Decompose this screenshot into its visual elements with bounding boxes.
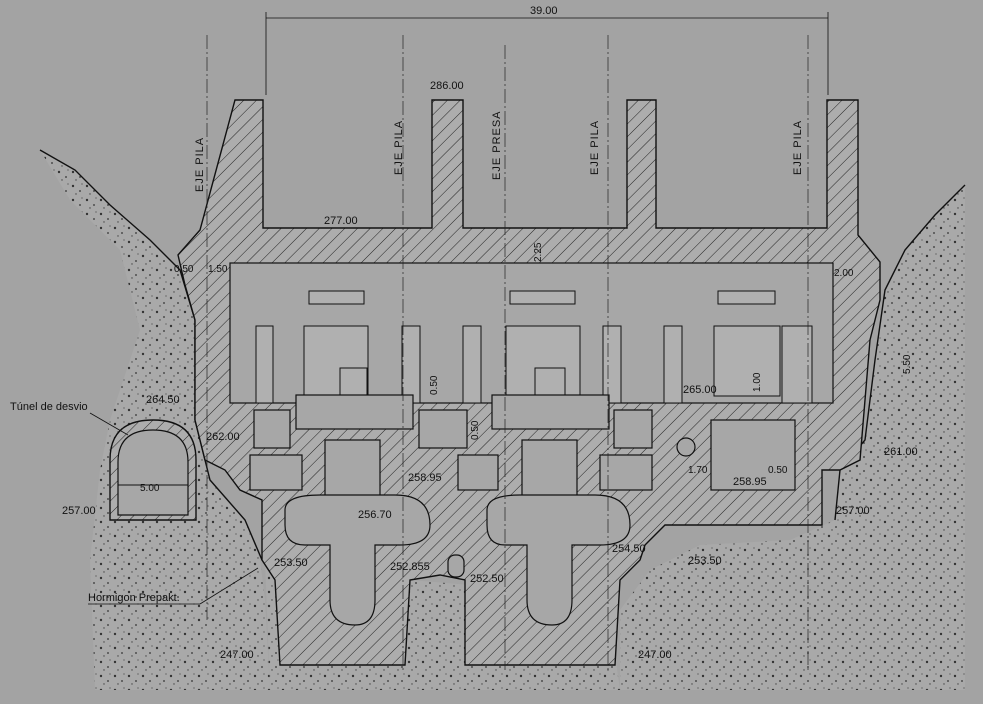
axis-label-3: EJE PRESA [491,110,503,180]
elevation-label: 252.855 [390,561,430,573]
crane-left [308,290,365,305]
elevation-label: 257.00 [836,505,870,517]
overall-width-label: 39.00 [530,5,558,17]
elevation-label: 247.00 [638,649,672,661]
pit-left [295,394,414,430]
elevation-label: 264.50 [146,394,180,406]
axis-label-2: EJE PILA [393,120,405,175]
column [255,325,274,404]
drain-gallery [447,554,465,578]
dimension-label: 5.00 [140,483,160,494]
chamber-right [710,419,796,491]
elevation-label: 262.00 [206,431,240,443]
elevation-label: 252.50 [470,573,504,585]
spiral-case-left [284,494,431,626]
column [602,325,622,404]
axis-label-5: EJE PILA [792,120,804,175]
elevation-label: 261.00 [884,446,918,458]
generator-center [534,367,566,399]
elevation-label: 277.00 [324,215,358,227]
dimension-label: 0.50 [174,264,194,275]
dimension-label: 0.50 [768,465,788,476]
pit-center [491,394,610,430]
generator-left [339,367,368,399]
dimension-label: 5.50 [902,354,913,374]
opening [249,454,303,491]
axis-label-4: EJE PILA [589,120,601,175]
elevation-labels: 286.00 277.00 264.50 265.00 262.00 261.0… [62,80,918,661]
tunnel-callout: Túnel de desvio [10,401,88,413]
opening [418,409,468,449]
generator-housing-right [713,325,781,397]
dimension-label: 1.70 [688,465,708,476]
elevation-label: 258.95 [733,476,767,488]
dimension-label: 2.25 [533,242,544,262]
dimension-label: 1.50 [208,264,228,275]
dimension-label: 0.50 [470,420,481,440]
pipe [676,437,696,457]
elevation-label: 256.70 [358,509,392,521]
axis-label-1: EJE PILA [194,137,206,192]
elevation-label: 253.50 [274,557,308,569]
overall-dimension: 39.00 [265,5,829,95]
dimension-label: 0.50 [429,375,440,395]
column [663,325,683,404]
crane-right [717,290,776,305]
axis-lines [206,35,809,670]
elevation-label: 265.00 [683,384,717,396]
dimension-label: 1.00 [752,372,763,392]
opening [599,454,653,491]
elevation-label: 253.50 [688,555,722,567]
elevation-label: 257.00 [62,505,96,517]
diversion-tunnel [109,419,197,521]
elevation-label: 258.95 [408,472,442,484]
elevation-label: 286.00 [430,80,464,92]
dimension-label: 2.00 [834,268,854,279]
callouts: Túnel de desvio Hormigon Prepakt. [10,401,259,605]
crane-center [509,290,576,305]
spiral-case-center [486,494,631,626]
opening [457,454,499,491]
elevation-label: 254.50 [612,543,646,555]
column [462,325,482,404]
elevation-label: 247.00 [220,649,254,661]
concrete-callout: Hormigon Prepakt. [88,592,180,604]
column [401,325,421,404]
opening [253,409,291,449]
powerhouse-structure [177,99,881,666]
column [781,325,813,404]
dimension-labels: 0.50 1.50 2.25 2.00 5.50 1.00 0.50 0.50 … [140,242,913,494]
opening [613,409,653,449]
